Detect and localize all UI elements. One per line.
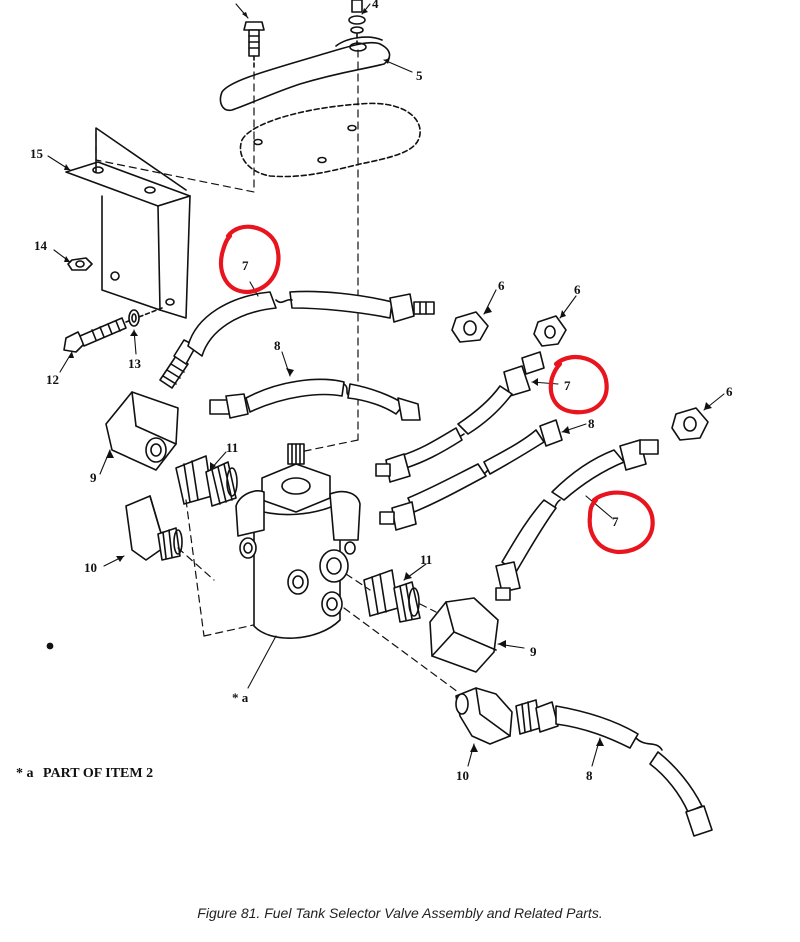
red-circle-7-upper xyxy=(218,224,281,295)
footnote-symbol: * a xyxy=(16,766,34,781)
callout-10-lower: 10 xyxy=(456,768,469,783)
top-bolt xyxy=(243,21,265,71)
hose-item-7-lower xyxy=(495,439,659,601)
hose-item-8-upper xyxy=(209,378,421,421)
nut-stack-item-4 xyxy=(348,0,366,47)
callout-9-left: 9 xyxy=(90,470,97,485)
elbow-fitting-item-9-left xyxy=(105,391,179,471)
figure-caption: Figure 81. Fuel Tank Selector Valve Asse… xyxy=(197,905,603,921)
body-alignment-lines xyxy=(177,499,259,637)
hose-item-7-upper xyxy=(187,290,435,357)
pipe-nipple-item-11-lower xyxy=(363,569,421,623)
hose-item-8-lower xyxy=(535,701,713,837)
red-circle-7-lower xyxy=(587,490,655,555)
callout-8-lower: 8 xyxy=(586,768,593,783)
arrowheads xyxy=(64,8,712,752)
valve-label-star-a: * a xyxy=(232,690,249,705)
bolt-item-12 xyxy=(63,307,163,353)
callout-8-middle: 8 xyxy=(588,416,595,431)
hose-item-8-middle xyxy=(379,419,563,531)
nut-item-6-c xyxy=(671,407,709,441)
selector-handle-item-5 xyxy=(219,36,391,112)
mounting-bracket-item-15 xyxy=(65,127,191,319)
callout-5: 5 xyxy=(416,68,423,83)
callout-11-lower: 11 xyxy=(420,552,432,567)
callout-6-middle: 6 xyxy=(574,282,581,297)
callout-11-upper: 11 xyxy=(226,440,238,455)
washer-item-13 xyxy=(128,309,140,327)
callout-8-upper: 8 xyxy=(274,338,281,353)
callout-13: 13 xyxy=(128,356,142,371)
nut-item-6-a xyxy=(451,311,489,343)
callout-7-middle: 7 xyxy=(564,378,571,393)
footnote-text: PART OF ITEM 2 xyxy=(43,766,154,781)
red-annotation-marks xyxy=(218,224,655,555)
callout-4: 4 xyxy=(372,0,379,11)
leader-lines xyxy=(47,3,725,767)
callout-12: 12 xyxy=(46,372,59,387)
footnote-part-of-item: * a PART OF ITEM 2 xyxy=(16,766,153,782)
callout-7-lower: 7 xyxy=(612,514,619,529)
callout-6-left: 6 xyxy=(498,278,505,293)
bullet-dot xyxy=(46,642,54,650)
callout-9-right: 9 xyxy=(530,644,537,659)
dashed-cover-plate xyxy=(239,102,421,178)
callout-labels: 4 5 15 14 12 13 7 6 6 7 8 8 6 7 9 11 10 … xyxy=(30,0,733,783)
lower-alignment-lines xyxy=(343,573,459,693)
pipe-nipple-item-11-upper xyxy=(175,455,238,507)
callout-10-left: 10 xyxy=(84,560,97,575)
nut-item-14 xyxy=(67,257,93,271)
elbow-fitting-item-10-lower xyxy=(455,687,541,745)
hose-item-7-middle xyxy=(375,351,545,483)
callout-6-right: 6 xyxy=(726,384,733,399)
callout-15: 15 xyxy=(30,146,44,161)
callout-14: 14 xyxy=(34,238,48,253)
callout-7-upper: 7 xyxy=(242,258,249,273)
selector-valve-body xyxy=(235,443,361,639)
elbow-fitting-item-10-left xyxy=(125,495,183,561)
elbow-fitting-item-9-right xyxy=(429,597,499,673)
red-circle-7-middle xyxy=(548,354,609,415)
nut-item-6-b xyxy=(533,315,567,347)
